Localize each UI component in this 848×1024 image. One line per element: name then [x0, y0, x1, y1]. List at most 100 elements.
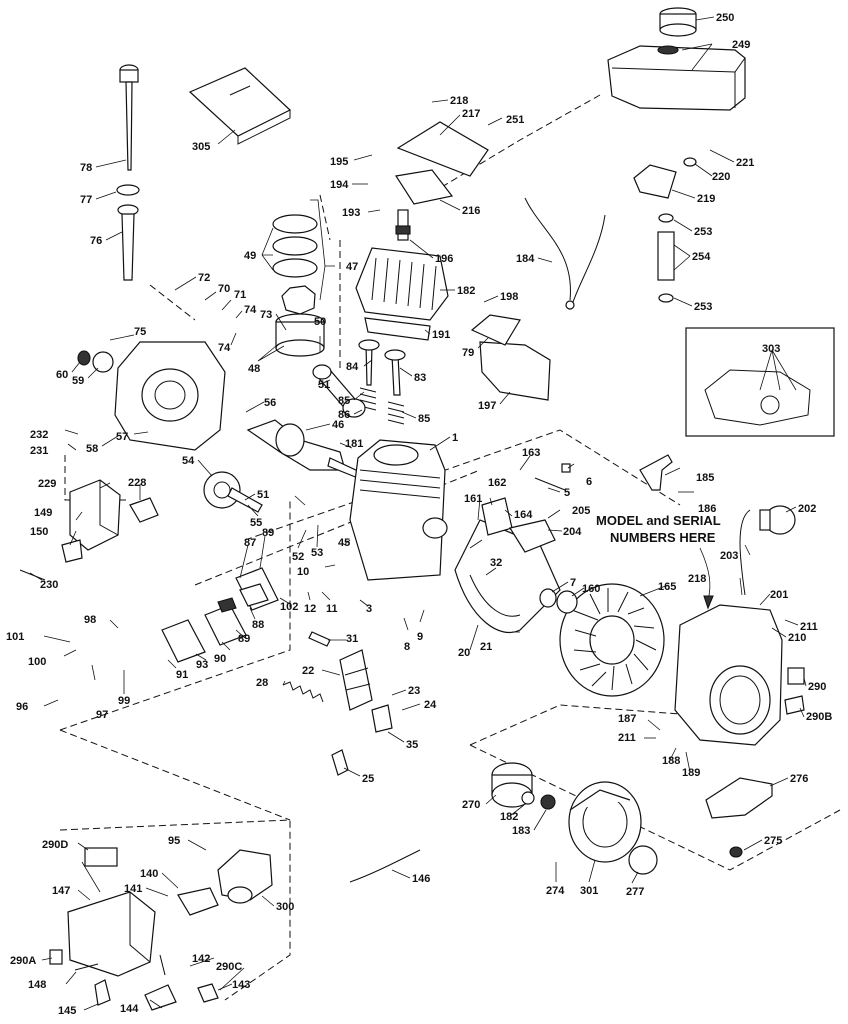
washer-7	[539, 588, 557, 608]
callout-254: 254	[692, 251, 711, 263]
bracket-217	[395, 121, 489, 205]
callout-53: 53	[311, 547, 323, 559]
model-serial-note: MODEL and SERIAL NUMBERS HERE	[596, 513, 721, 610]
nut-183	[540, 794, 556, 810]
callout-93: 93	[196, 659, 208, 671]
callout-184: 184	[516, 253, 535, 265]
callout-8: 8	[404, 641, 410, 653]
callout-87: 87	[244, 537, 256, 549]
callout-290: 290	[808, 681, 826, 693]
callout-163: 163	[522, 447, 540, 459]
air-cleaner-147	[67, 891, 156, 977]
callout-32: 32	[490, 557, 502, 569]
callout-3: 3	[366, 603, 372, 615]
carburetor-300	[217, 849, 273, 904]
callout-71: 71	[234, 289, 246, 301]
callout-249: 249	[732, 39, 750, 51]
nut-160	[556, 590, 578, 614]
callout-202: 202	[798, 503, 816, 515]
callout-141: 141	[124, 883, 142, 895]
callout-88: 88	[252, 619, 264, 631]
callout-77: 77	[80, 194, 92, 206]
ignition-module-162	[481, 497, 513, 536]
callout-83: 83	[414, 372, 426, 384]
callout-22: 22	[302, 665, 314, 677]
gasket-228	[129, 497, 159, 523]
bolt-31	[308, 631, 331, 647]
callout-5: 5	[564, 487, 570, 499]
callout-205: 205	[572, 505, 590, 517]
note-line-1: MODEL and SERIAL	[596, 513, 721, 528]
gasket-47	[281, 285, 316, 315]
callout-231: 231	[30, 445, 48, 457]
callout-76: 76	[90, 235, 102, 247]
callout-164: 164	[514, 509, 533, 521]
bracket-79	[470, 314, 521, 346]
callout-97: 97	[96, 709, 108, 721]
callout-95: 95	[168, 835, 180, 847]
callout-210: 210	[788, 632, 806, 644]
callout-276: 276	[790, 773, 808, 785]
callout-218b: 218	[688, 573, 706, 585]
callout-290A: 290A	[10, 955, 36, 967]
callout-221: 221	[736, 157, 754, 169]
flywheel-165	[559, 583, 665, 697]
callout-182b: 182	[500, 811, 518, 823]
callout-54: 54	[182, 455, 195, 467]
dipstick-78	[119, 64, 139, 171]
callout-198: 198	[500, 291, 518, 303]
callout-165: 165	[658, 581, 676, 593]
gasket-144	[144, 984, 177, 1011]
callout-47: 47	[346, 261, 358, 273]
callout-72: 72	[198, 272, 210, 284]
callout-91: 91	[176, 669, 188, 681]
camshaft-gear-55	[203, 471, 263, 513]
callout-labels: 250 249 218 217 251 305 195 194 193 216 …	[6, 12, 832, 1017]
callout-89b: 89	[238, 633, 250, 645]
label-290B	[784, 695, 805, 715]
callout-146: 146	[412, 873, 430, 885]
callout-147: 147	[52, 885, 70, 897]
callout-149: 149	[34, 507, 52, 519]
callout-303: 303	[762, 343, 780, 355]
callout-48: 48	[248, 363, 260, 375]
callout-189: 189	[682, 767, 700, 779]
nut-275	[729, 846, 743, 858]
callout-11: 11	[326, 603, 338, 615]
callout-59: 59	[72, 375, 84, 387]
callout-102: 102	[280, 601, 298, 613]
callout-253b: 253	[694, 301, 712, 313]
callout-218a: 218	[450, 95, 468, 107]
inset-box-303	[685, 327, 835, 437]
callout-197: 197	[478, 400, 496, 412]
blower-housing-201	[674, 604, 783, 746]
bolt-142	[159, 954, 166, 976]
primer-hose-203	[739, 509, 751, 596]
callout-25: 25	[362, 773, 374, 785]
callout-78: 78	[80, 162, 92, 174]
callout-232: 232	[30, 429, 48, 441]
callout-51b: 51	[257, 489, 269, 501]
part-drawings	[19, 7, 835, 1011]
callout-194: 194	[330, 179, 349, 191]
callout-98: 98	[84, 614, 96, 626]
bracket-185	[639, 454, 673, 491]
clip-145	[94, 979, 111, 1006]
clip-25	[331, 749, 349, 776]
piston-73	[275, 313, 325, 357]
fuel-line-254	[657, 213, 675, 303]
callout-21: 21	[480, 641, 492, 653]
callout-90: 90	[214, 653, 226, 665]
callout-181: 181	[345, 438, 363, 450]
callout-148: 148	[28, 979, 46, 991]
callout-230: 230	[40, 579, 58, 591]
callout-6: 6	[586, 476, 592, 488]
callout-73: 73	[260, 309, 272, 321]
connecting-rod-51	[312, 364, 366, 418]
governor-22	[339, 649, 373, 711]
callout-10: 10	[297, 566, 309, 578]
callout-85a: 85	[338, 395, 350, 407]
callout-290C: 290C	[216, 961, 242, 973]
seal-60	[77, 350, 91, 366]
